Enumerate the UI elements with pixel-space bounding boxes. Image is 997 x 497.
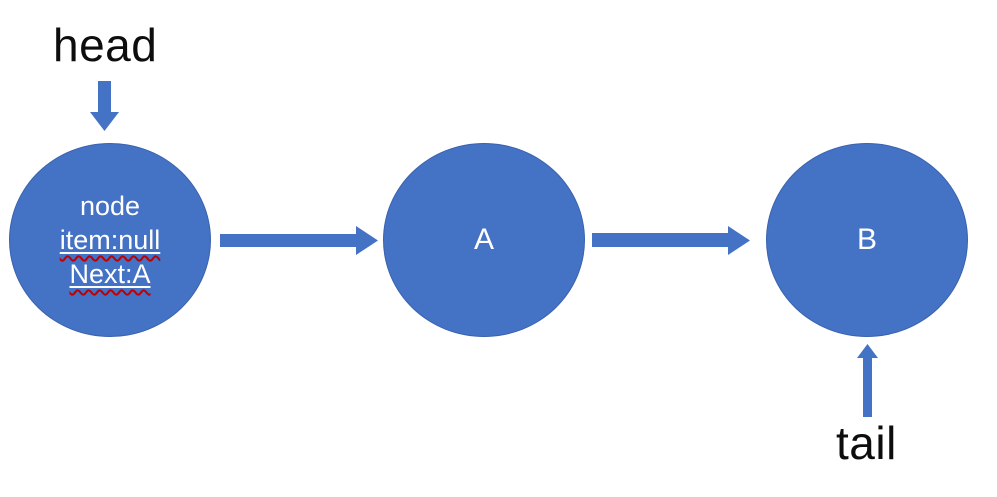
spellcheck-squiggle: Next:A — [69, 259, 150, 289]
node-a-circle: A — [383, 143, 585, 337]
node-line-title: node — [80, 189, 140, 223]
node-line-item-text: item:null — [59, 225, 161, 255]
node-line-item: item:null — [60, 223, 161, 257]
head-node-circle: node item:null Next:A — [9, 143, 211, 337]
head-pointer-arrow-icon — [90, 81, 119, 131]
node-line-next-text: Next:A — [69, 259, 151, 289]
node-b-label: B — [856, 223, 877, 256]
node-line-title-text: node — [79, 191, 141, 221]
tail-label: tail — [836, 417, 897, 469]
link-arrow-1-icon — [220, 226, 378, 255]
node-b-circle: B — [766, 143, 968, 337]
spellcheck-squiggle: item:null — [60, 225, 161, 255]
head-label: head — [53, 19, 158, 71]
node-a-label: A — [473, 223, 494, 256]
tail-pointer-arrow-icon — [857, 344, 878, 417]
link-arrow-2-icon — [592, 226, 750, 255]
node-line-next: Next:A — [69, 257, 150, 291]
